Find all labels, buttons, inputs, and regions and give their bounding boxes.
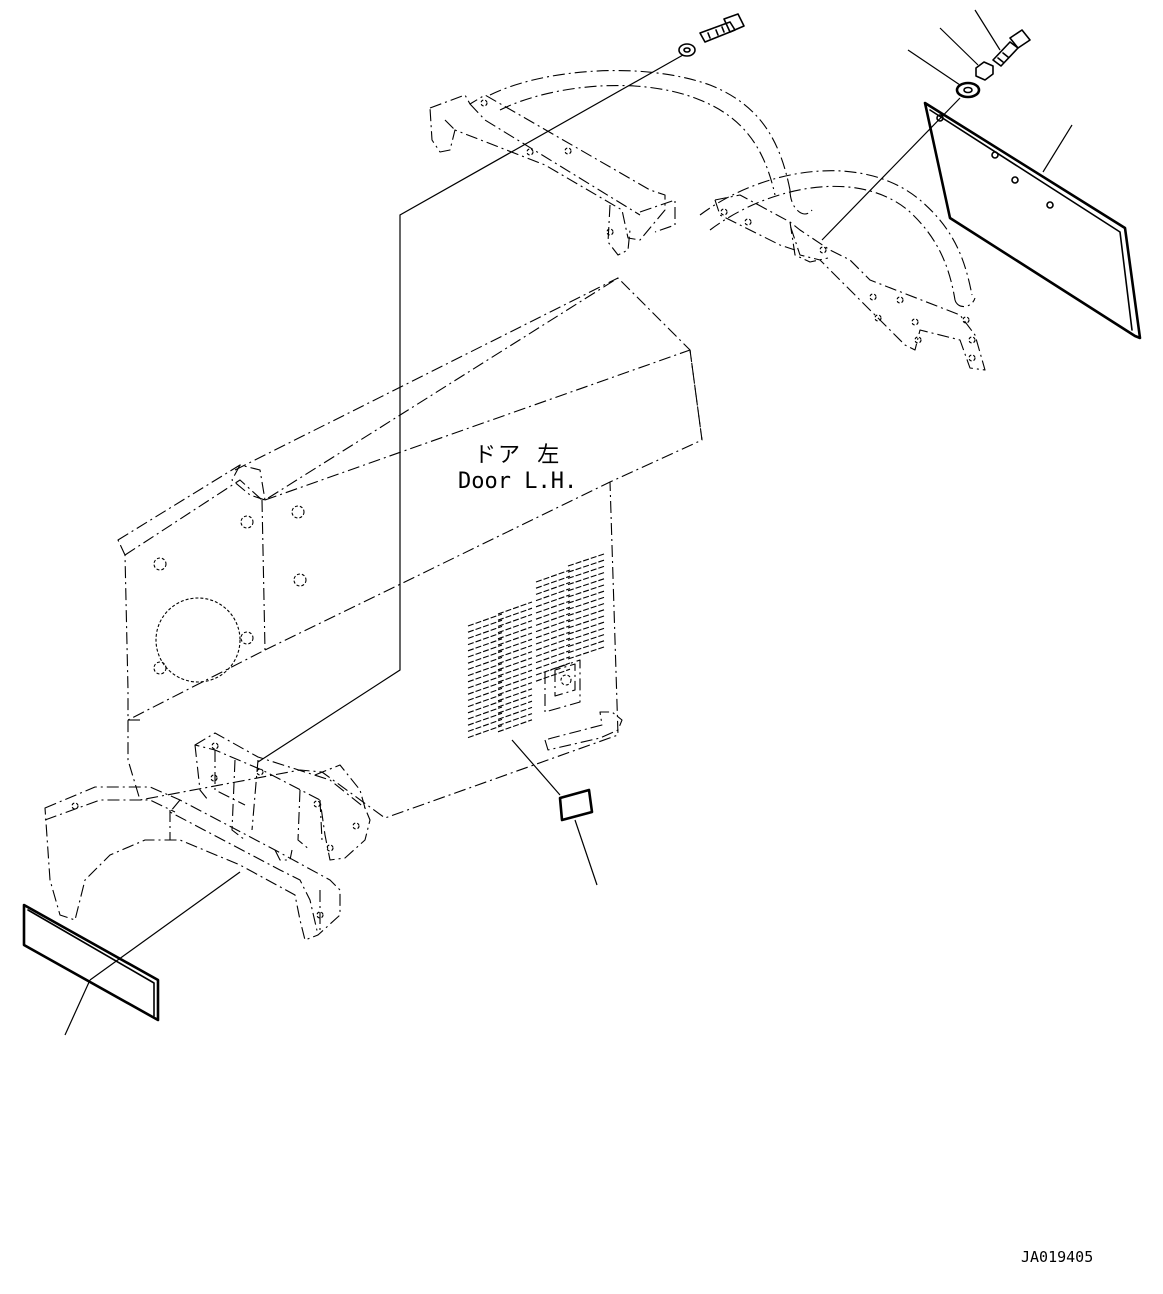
louver-slat bbox=[497, 675, 533, 689]
louver-slat bbox=[567, 646, 605, 660]
label-large bbox=[22, 903, 160, 1022]
louver-slat bbox=[497, 607, 533, 621]
louver-slat bbox=[467, 681, 503, 695]
louver-slat bbox=[567, 590, 605, 604]
louver-slat bbox=[467, 687, 503, 701]
louver-slat bbox=[497, 669, 533, 683]
louver-slat bbox=[467, 718, 503, 732]
louver-slat bbox=[497, 706, 533, 720]
louver-slat bbox=[535, 594, 571, 608]
louver-slat bbox=[567, 572, 605, 586]
upper-bracket-rail bbox=[429, 70, 986, 371]
louver-slat bbox=[467, 675, 503, 689]
louver-slat bbox=[567, 603, 605, 617]
washer-upper-left bbox=[678, 43, 696, 57]
louver-slat bbox=[535, 606, 571, 620]
louver-slat bbox=[497, 644, 533, 658]
louver-slat bbox=[497, 719, 533, 733]
louver-slat bbox=[567, 553, 605, 567]
louver-slat bbox=[467, 706, 503, 720]
louver-slat bbox=[467, 712, 503, 726]
louver-slat bbox=[497, 626, 533, 640]
louver-slat bbox=[497, 613, 533, 627]
louver-slat bbox=[535, 625, 571, 639]
louver-slat bbox=[497, 632, 533, 646]
louver-slat bbox=[467, 638, 503, 652]
louver-slat bbox=[467, 700, 503, 714]
louver-slat bbox=[567, 634, 605, 648]
louver-slat bbox=[497, 651, 533, 665]
louver-slat bbox=[467, 694, 503, 708]
louver-slat bbox=[497, 657, 533, 671]
louver-slat bbox=[567, 578, 605, 592]
louver-slat bbox=[567, 584, 605, 598]
door-latch bbox=[544, 659, 581, 713]
louver-slat bbox=[535, 612, 571, 626]
louver-slat bbox=[535, 662, 571, 676]
door-louvers bbox=[467, 553, 605, 739]
louver-slat bbox=[467, 656, 503, 670]
louver-slat bbox=[535, 619, 571, 633]
door-panel bbox=[117, 277, 703, 819]
louver-slat bbox=[535, 643, 571, 657]
louver-slat bbox=[567, 609, 605, 623]
louver-slat bbox=[567, 559, 605, 573]
bolt-upper-right bbox=[992, 29, 1031, 67]
right-plate bbox=[923, 101, 1142, 340]
louver-slat bbox=[535, 631, 571, 645]
louver-slat bbox=[467, 613, 503, 627]
louver-slat bbox=[567, 627, 605, 641]
louver-slat bbox=[497, 638, 533, 652]
louver-slat bbox=[497, 682, 533, 696]
louver-slat bbox=[467, 625, 503, 639]
lower-bracket bbox=[194, 732, 371, 861]
louver-slat bbox=[567, 640, 605, 654]
louver-slat bbox=[535, 650, 571, 664]
louver-slat bbox=[497, 663, 533, 677]
louver-slat bbox=[567, 621, 605, 635]
louver-slat bbox=[467, 725, 503, 739]
fender bbox=[44, 786, 341, 941]
louver-slat bbox=[567, 596, 605, 610]
louver-slat bbox=[497, 700, 533, 714]
louver-slat bbox=[535, 575, 571, 589]
louver-slat bbox=[567, 615, 605, 629]
louver-slat bbox=[497, 694, 533, 708]
louver-slat bbox=[467, 663, 503, 677]
louver-slat bbox=[467, 644, 503, 658]
louver-slat bbox=[535, 668, 571, 682]
louver-slat bbox=[467, 650, 503, 664]
leader-lines bbox=[64, 9, 1073, 1036]
louver-slat bbox=[497, 601, 533, 615]
louver-slat bbox=[535, 600, 571, 614]
louver-slat bbox=[535, 637, 571, 651]
louver-slat bbox=[497, 713, 533, 727]
louver-slat bbox=[467, 632, 503, 646]
louver-slat bbox=[467, 669, 503, 683]
louver-slat bbox=[497, 620, 533, 634]
louver-slat bbox=[497, 688, 533, 702]
bolt-upper-left bbox=[699, 13, 745, 43]
door-label-jp: ドア 左 bbox=[474, 443, 561, 468]
louver-slat bbox=[567, 565, 605, 579]
louver-slat bbox=[467, 619, 503, 633]
door-handle bbox=[544, 711, 623, 751]
label-small bbox=[558, 788, 594, 822]
louver-slat bbox=[535, 588, 571, 602]
louver-slat bbox=[535, 656, 571, 670]
door-label-en: Door L.H. bbox=[458, 469, 577, 494]
louver-slat bbox=[535, 569, 571, 583]
washer-upper-right bbox=[955, 81, 981, 99]
drawing-code: JA019405 bbox=[1021, 1248, 1093, 1266]
louver-slat bbox=[535, 581, 571, 595]
nut-upper-right bbox=[975, 61, 994, 81]
